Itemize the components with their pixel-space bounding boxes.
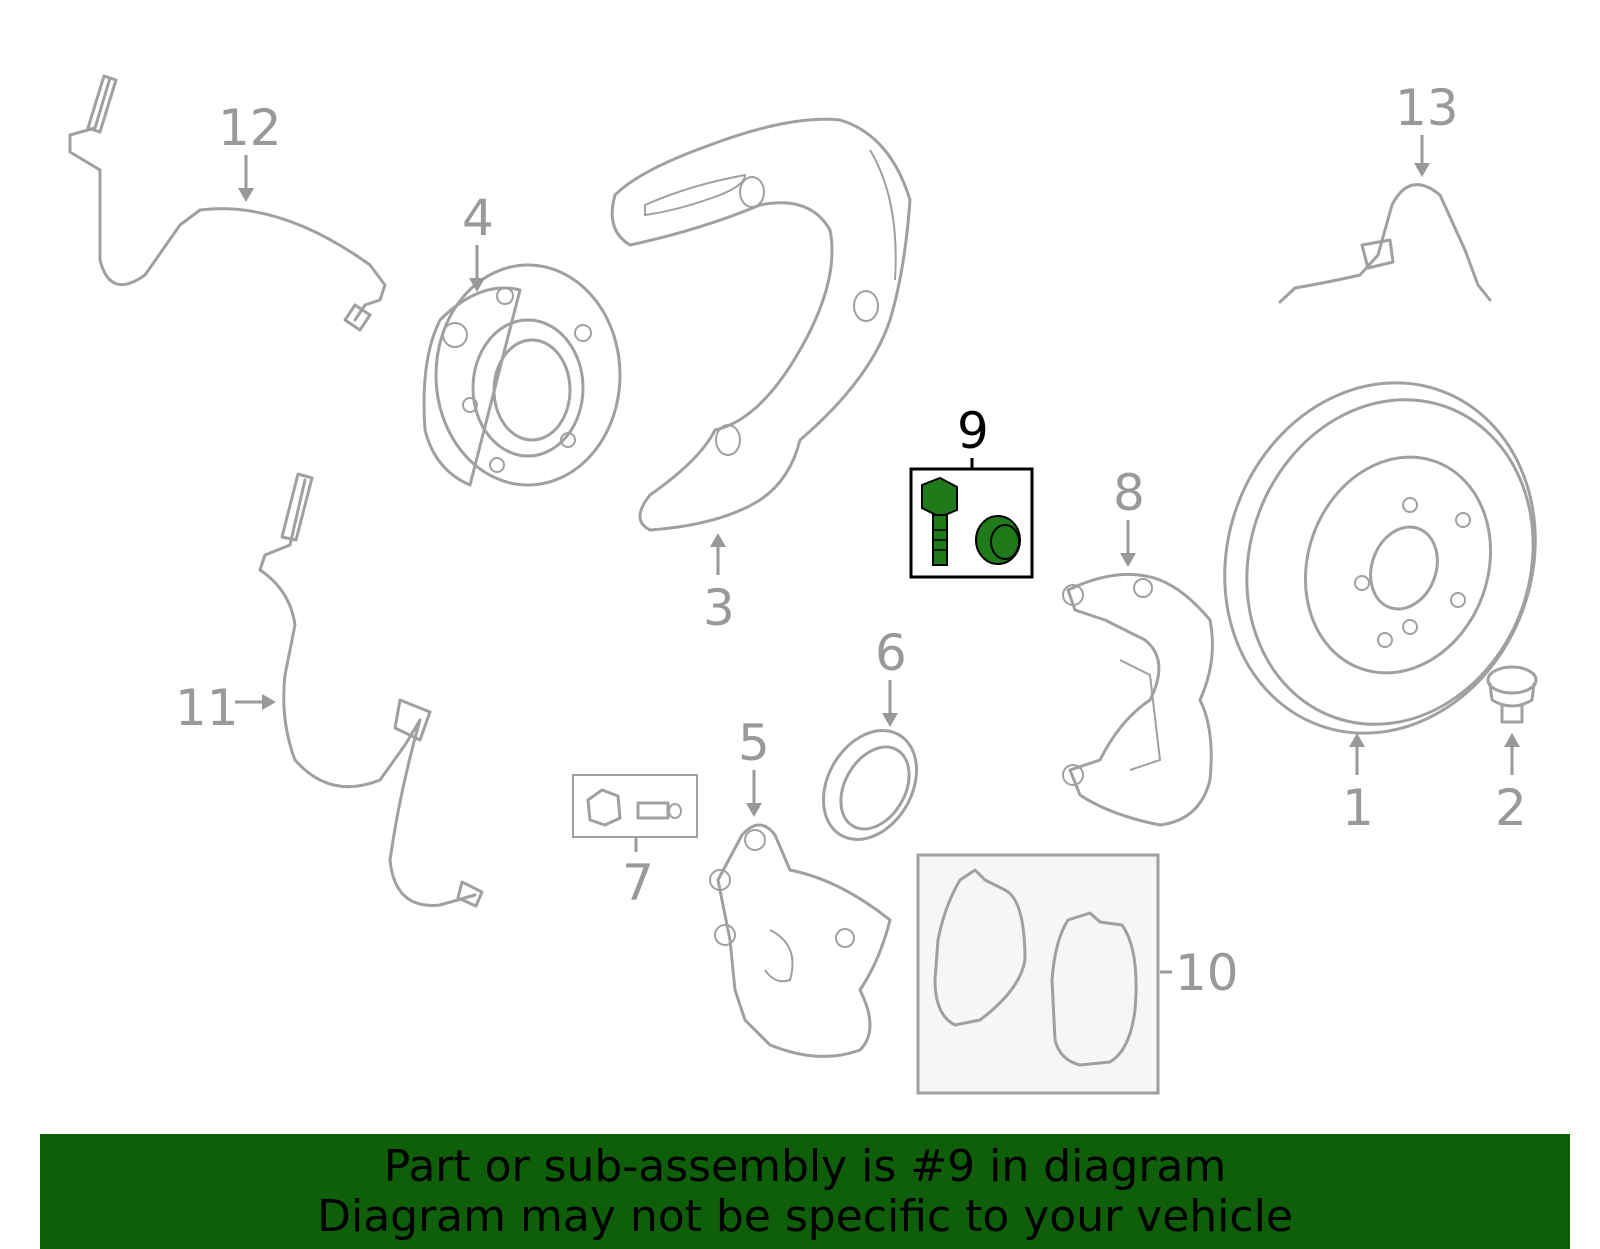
callout-2[interactable]: 2 [1495, 779, 1527, 837]
callout-7[interactable]: 7 [622, 854, 654, 912]
callout-3[interactable]: 3 [703, 579, 735, 637]
callout-4[interactable]: 4 [462, 189, 494, 247]
part-6-seal-ring[interactable] [805, 714, 936, 856]
part-7-box[interactable] [572, 774, 698, 838]
part-10-brake-pads-box[interactable] [916, 853, 1160, 1095]
callout-12[interactable]: 12 [218, 99, 282, 157]
banner-line-2: Diagram may not be specific to your vehi… [317, 1191, 1293, 1242]
callout-1[interactable]: 1 [1342, 779, 1374, 837]
part-8-caliper-bracket[interactable] [1062, 572, 1214, 827]
info-banner: Part or sub-assembly is #9 in diagram Di… [40, 1134, 1570, 1249]
part-9-bushing[interactable] [975, 515, 1021, 565]
callout-13[interactable]: 13 [1395, 79, 1459, 137]
callout-8[interactable]: 8 [1113, 464, 1145, 522]
part-5-brake-caliper[interactable] [709, 823, 892, 1058]
part-3-splash-shield[interactable] [610, 117, 912, 532]
part-4-wheel-hub[interactable] [422, 263, 622, 487]
part-1-brake-rotor[interactable] [1176, 339, 1583, 778]
callout-5[interactable]: 5 [738, 714, 770, 772]
banner-line-1: Part or sub-assembly is #9 in diagram [383, 1141, 1227, 1192]
part-12-abs-sensor-wire[interactable] [68, 74, 387, 332]
callout-11[interactable]: 11 [175, 679, 239, 737]
part-13-abs-sensor-wire[interactable] [1278, 183, 1492, 304]
part-11-abs-sensor-wire[interactable] [258, 472, 484, 908]
part-9-bolt[interactable] [921, 476, 958, 566]
parts-diagram: 12 4 3 13 9 [68, 74, 1583, 1095]
callout-9[interactable]: 9 [957, 402, 989, 460]
part-2-rotor-screw[interactable] [1486, 665, 1538, 724]
callout-10[interactable]: 10 [1175, 944, 1239, 1002]
callout-6[interactable]: 6 [875, 624, 907, 682]
